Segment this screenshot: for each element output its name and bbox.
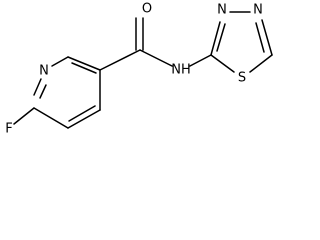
bond-c2-n1 (33, 78, 42, 96)
bond-c3-c2 (33, 107, 69, 129)
bond-c6-c5-inner (71, 62, 97, 74)
bond-n1-c6 (51, 56, 69, 67)
bond-nh-c2-thiadiazole (189, 54, 212, 67)
bond-c4-c3 (67, 109, 101, 129)
bond-c5-carbonyl (99, 49, 141, 71)
atom-thiadiazole-n4: N (253, 3, 263, 18)
molecule-structure: N F O NH N N S (5, 2, 273, 137)
bond-c6-c5 (67, 56, 101, 71)
amide-group (99, 17, 212, 71)
bond-c2-n3 (210, 21, 221, 56)
atom-fluorine: F (5, 122, 12, 137)
bond-c2-f (13, 107, 35, 125)
bond-n1-c2-inner (39, 84, 47, 99)
thiadiazole-ring (210, 11, 273, 73)
atom-thiadiazole-s: S (238, 71, 246, 86)
bond-s-c2 (210, 54, 235, 73)
bond-n4-c5-inner (255, 22, 265, 53)
bond-c4-c3-inner (68, 105, 96, 122)
atom-amide-nh: NH (171, 63, 191, 78)
bond-c5-s (249, 54, 273, 73)
pyridine-ring (33, 56, 101, 129)
atom-pyridine-n: N (39, 64, 49, 79)
atom-carbonyl-oxygen: O (142, 2, 152, 17)
bond-n4-c5 (261, 19, 273, 56)
bond-c2-n3-inner (216, 23, 226, 52)
atom-thiadiazole-n3: N (217, 3, 227, 18)
atom-labels: N F O NH N N S (5, 2, 263, 137)
bond-carbonyl-nh (139, 49, 173, 67)
